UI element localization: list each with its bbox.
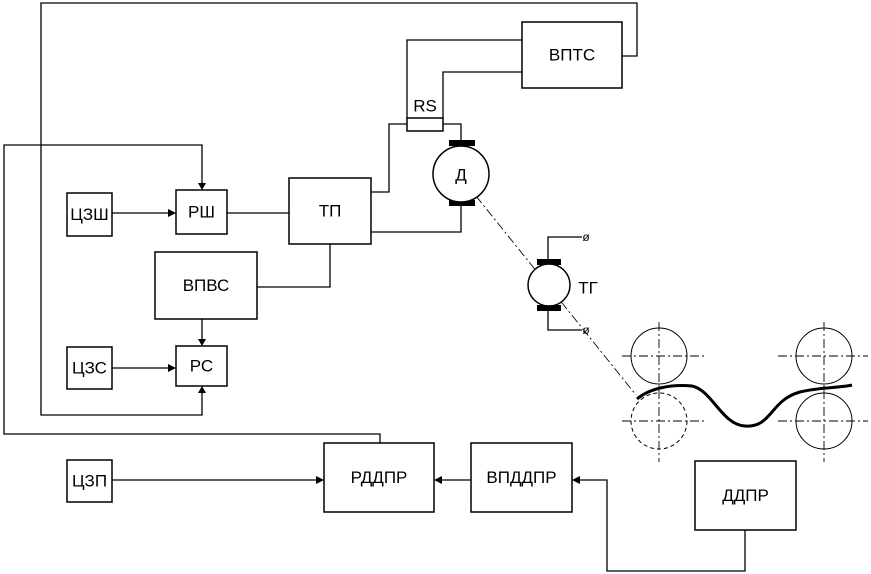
right-top-roll — [795, 327, 853, 385]
tachogenerator-tg-label: ТГ — [578, 279, 598, 298]
block-rs-label: РС — [190, 357, 213, 376]
block-czs-label: ЦЗС — [72, 359, 107, 378]
right-bottom-roll — [795, 392, 853, 450]
shunt-rs: RS — [406, 97, 444, 132]
tg-terminal-bottom: ø — [582, 323, 590, 337]
block-czsh-label: ЦЗШ — [70, 205, 108, 224]
wire-tp-motor — [371, 204, 462, 233]
arrow-into-rddpr-right — [434, 476, 442, 484]
motor-brush-top — [449, 140, 475, 146]
block-tp-label: ТП — [319, 202, 342, 221]
arrow-into-rsh-left — [168, 209, 176, 217]
block-vpvs: ВПВС — [154, 251, 258, 320]
arrow-into-rs-top — [198, 339, 206, 346]
block-vpddpr: ВПДДПР — [470, 442, 573, 513]
arrow-into-vpddpr-right — [572, 476, 580, 484]
arrow-into-rs-bottom — [198, 386, 206, 393]
tg-brush-top — [537, 259, 561, 265]
motor-d: Д — [432, 140, 490, 206]
strip-loop — [636, 383, 853, 428]
arrow-into-rddpr-left — [316, 476, 324, 484]
arrow-into-rs-left — [168, 364, 176, 372]
block-tp: ТП — [288, 177, 372, 245]
block-rsh-label: РШ — [188, 203, 215, 222]
left-top-roll — [630, 327, 688, 385]
block-czs: ЦЗС — [66, 346, 113, 390]
block-rsh: РШ — [175, 189, 228, 235]
block-vpts-label: ВПТС — [549, 46, 595, 65]
wire-ddpr-vpddpr — [578, 479, 746, 572]
block-vpvs-label: ВПВС — [183, 276, 230, 295]
wire-vpts-feedback-rs — [40, 2, 638, 416]
arrows — [168, 183, 580, 484]
block-czp-label: ЦЗП — [72, 472, 107, 491]
block-rddpr: РДДПР — [323, 442, 435, 513]
rolling-stand — [622, 322, 868, 462]
wire-rddpr-feedback-rsh — [3, 144, 381, 443]
motor-brush-bottom — [449, 200, 475, 206]
block-rddpr-label: РДДПР — [351, 468, 408, 487]
tachogenerator-tg: ТГ ø ø — [527, 230, 598, 337]
tg-brush-bottom — [537, 305, 561, 311]
arrow-into-rsh-top — [198, 183, 206, 190]
block-czsh: ЦЗШ — [66, 192, 113, 237]
wire-shunt-vpts-2 — [442, 71, 522, 118]
wire-tp-shunt — [371, 123, 462, 193]
block-vpts: ВПТС — [521, 21, 623, 89]
shunt-rs-label: RS — [413, 97, 437, 116]
left-bottom-roll — [630, 392, 688, 450]
tg-terminal-top: ø — [582, 230, 590, 244]
block-rs: РС — [175, 345, 228, 387]
wire-tg-out-2 — [547, 310, 582, 331]
block-ddpr-label: ДДПР — [722, 486, 769, 505]
block-czp: ЦЗП — [66, 459, 113, 503]
wire-tg-out-1 — [547, 236, 582, 261]
wire-shunt-vpts-1 — [406, 39, 522, 118]
block-vpddpr-label: ВПДДПР — [486, 468, 556, 487]
wire-tp-vpvs — [257, 244, 331, 288]
motor-d-label: Д — [455, 166, 467, 185]
block-ddpr: ДДПР — [694, 460, 797, 531]
